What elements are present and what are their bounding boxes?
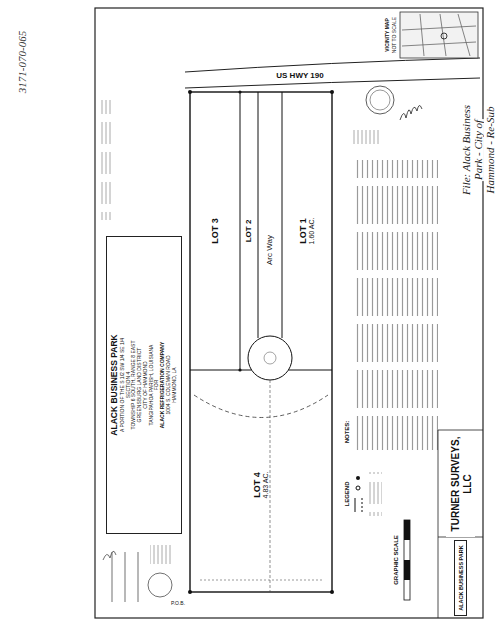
- node-heading: ALACK BUSINESS PARK: [110, 240, 120, 530]
- handwritten-note: Park - City of: [472, 119, 484, 181]
- node-text: 1.60 AC.: [308, 218, 316, 245]
- street-name: Arc Way: [266, 234, 275, 266]
- rotated-text-group: LOT 2: [244, 220, 253, 243]
- road-name: US HWY 190: [275, 72, 324, 81]
- node-text: 4.83 AC.: [262, 472, 270, 499]
- file-number: 3171-070-065: [16, 30, 28, 94]
- scale-title: GRAPHIC SCALE: [393, 534, 400, 586]
- handwritten-note: Hammond - Re-Sub: [484, 106, 496, 195]
- lot-region: LOT 2: [240, 92, 258, 370]
- title-block: ALACK BUSINESS PARKA PORTION OF THE S 1/…: [106, 236, 182, 534]
- node-heading: LOT 4: [252, 472, 262, 499]
- title-box: ALACK BUSINESS PARK: [454, 540, 467, 616]
- point-label: P.O.B.: [170, 601, 186, 607]
- rotated-text-group: LOT 44.83 AC.: [252, 472, 270, 499]
- node-heading: LOT 2: [244, 220, 253, 243]
- node-heading: LOT 1: [298, 218, 308, 245]
- handwritten-note: File: Alack Business: [460, 104, 472, 196]
- node-heading: TURNER SURVEYS, LLC: [449, 434, 472, 534]
- node-heading: ALACK BUSINESS PARK: [457, 543, 463, 613]
- rotated-text-group: TURNER SURVEYS, LLC: [449, 434, 472, 534]
- rotated-text-group: ALACK BUSINESS PARKA PORTION OF THE S 1/…: [110, 240, 177, 530]
- lot-region: LOT 44.83 AC.: [190, 440, 332, 530]
- node-text: HAMMOND, LA: [172, 240, 178, 530]
- lot-region: LOT 3: [190, 92, 240, 370]
- map-title: VICINITY MAP: [385, 17, 391, 53]
- notes-heading: NOTES:: [344, 420, 351, 445]
- rotated-text-group: ALACK BUSINESS PARK: [457, 543, 463, 613]
- map-note: NOT TO SCALE: [392, 16, 398, 54]
- node-heading: LOT 3: [210, 218, 220, 244]
- legend-heading: LEGEND: [344, 480, 351, 507]
- lot-region: LOT 11.60 AC.: [282, 92, 332, 370]
- surveyor-block: TURNER SURVEYS, LLC: [446, 431, 475, 537]
- rotated-text-group: LOT 11.60 AC.: [298, 218, 316, 245]
- rotated-text-group: LOT 3: [210, 218, 220, 244]
